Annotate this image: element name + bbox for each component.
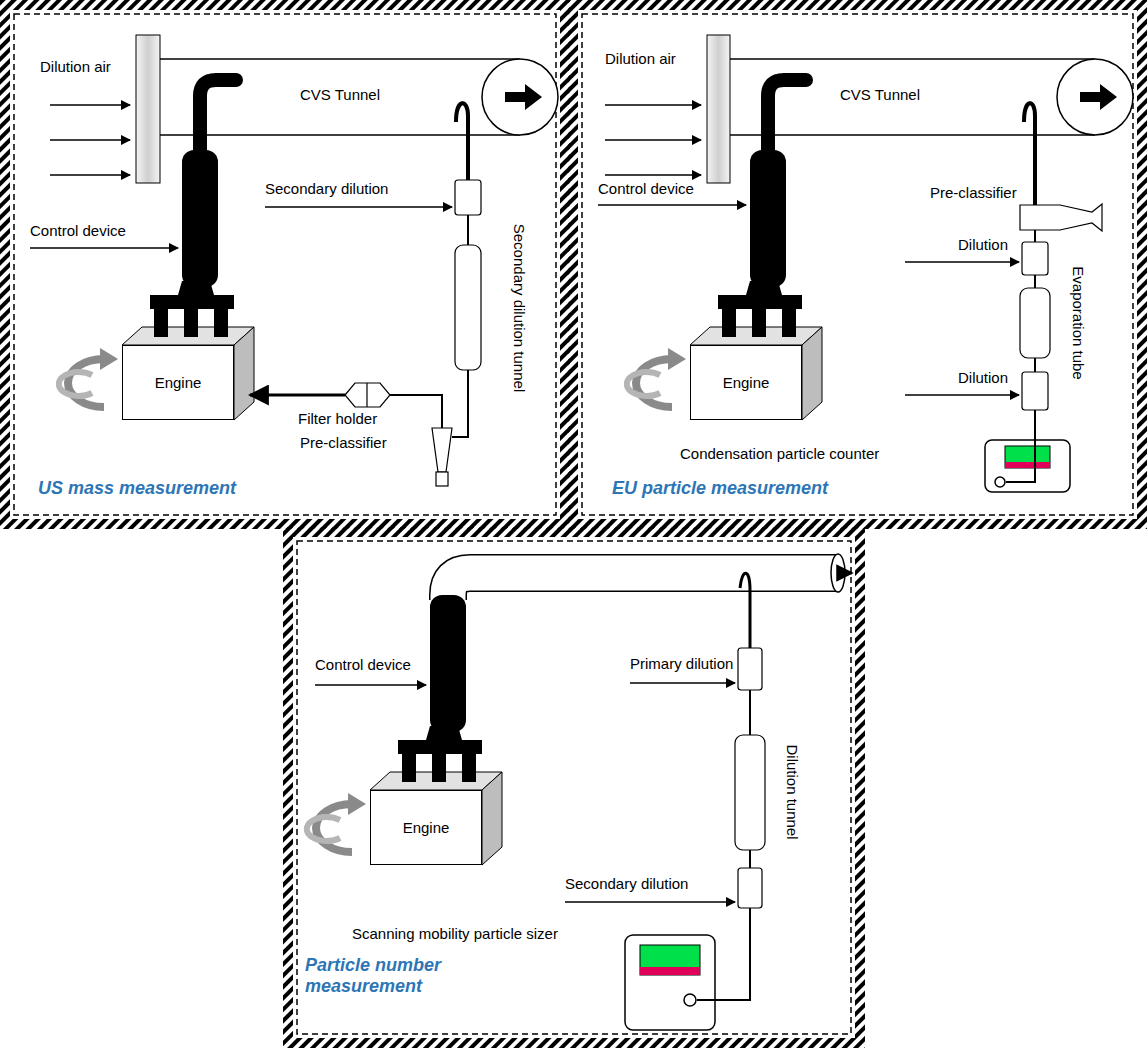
panel-border <box>5 5 1142 1043</box>
setup-panel: Particle number measurement Engine <box>283 527 863 1048</box>
part-label: Condensation particle counter <box>680 445 879 463</box>
part-label: Scanning mobility particle sizer <box>352 925 558 943</box>
part-label: Secondary dilution <box>265 180 388 198</box>
part-label: Pre-classifier <box>300 434 387 452</box>
part-label: Dilution air <box>40 58 111 76</box>
panel-caption: EU particle measurement <box>612 478 912 499</box>
part-label: Secondary dilution <box>565 875 688 893</box>
part-label: Dilution air <box>605 50 676 68</box>
panel-caption: Particle number measurement <box>305 955 495 996</box>
engine-block: Engine <box>690 345 802 420</box>
setup-panel: EU particle measurement Engine <box>568 0 1148 527</box>
part-label: Filter holder <box>298 410 377 428</box>
engine-label: Engine <box>403 819 450 836</box>
part-label: Dilution <box>958 236 1008 254</box>
part-label: Primary dilution <box>630 655 733 673</box>
engine-label: Engine <box>723 374 770 391</box>
panel-caption: US mass measurement <box>38 478 338 499</box>
part-label: Control device <box>315 656 411 674</box>
part-label: CVS Tunnel <box>840 86 920 104</box>
part-label: Control device <box>598 180 694 198</box>
particle-number-setup <box>307 554 852 1030</box>
vertical-label: Dilution tunnel <box>783 744 801 839</box>
vertical-label: Secondary dilution tunnel <box>510 224 528 392</box>
setup-panel: US mass measurement Engine <box>0 0 568 527</box>
vertical-label: Evaporation tube <box>1069 266 1087 379</box>
us-mass-setup <box>30 35 558 486</box>
part-label: Dilution <box>958 369 1008 387</box>
part-label: CVS Tunnel <box>300 86 380 104</box>
eu-particle-setup <box>598 35 1133 492</box>
engine-block: Engine <box>122 345 234 420</box>
part-label: Pre-classifier <box>930 184 1017 202</box>
part-label: Control device <box>30 222 126 240</box>
engine-block: Engine <box>370 790 482 865</box>
engine-label: Engine <box>155 374 202 391</box>
